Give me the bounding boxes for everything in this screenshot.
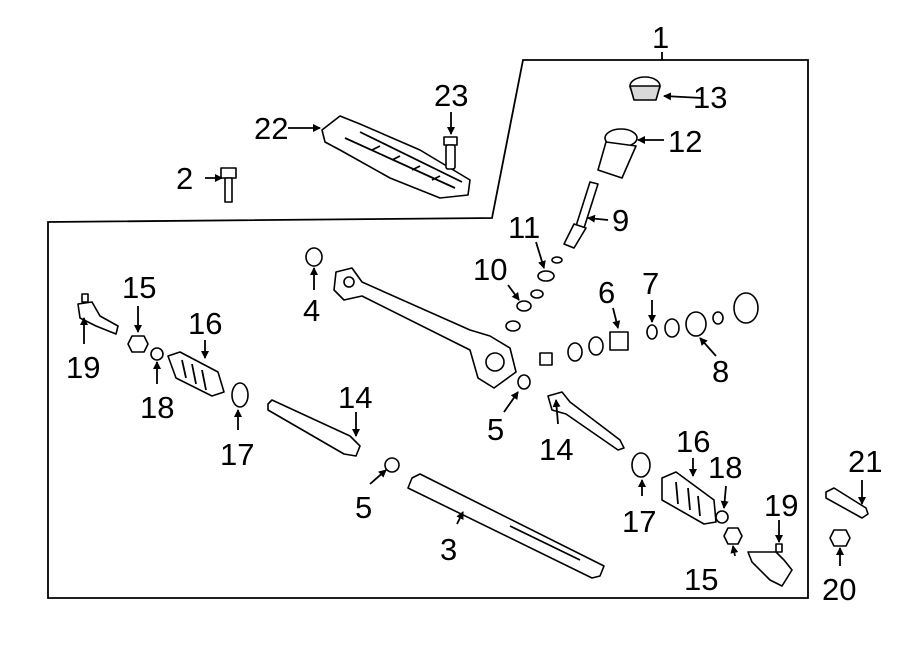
- callout-12: 12: [668, 124, 702, 159]
- callout-13: 13: [693, 80, 727, 115]
- callout-labels: 1 2 22 23 13 12 9 11 10 4 6 7 8 5 5 14 1…: [66, 20, 882, 607]
- callout-10: 10: [473, 252, 507, 287]
- callout-9: 9: [612, 203, 629, 238]
- part-16-boot-right: [661, 471, 717, 525]
- callout-8: 8: [712, 354, 729, 389]
- callout-6: 6: [598, 275, 615, 310]
- part-13-dust-seal: [629, 76, 661, 101]
- part-4-clamp: [305, 247, 323, 267]
- part-22-heat-shield: [321, 115, 471, 199]
- callout-7: 7: [642, 266, 659, 301]
- part-17-ring-left: [231, 382, 249, 408]
- callout-17-left: 17: [220, 437, 254, 472]
- part-12-housing: [597, 128, 638, 179]
- callout-18-left: 18: [140, 390, 174, 425]
- callout-19-right: 19: [764, 488, 798, 523]
- callout-16-right: 16: [676, 424, 710, 459]
- part-16-boot-left: [167, 351, 225, 397]
- callout-14-left: 14: [338, 380, 372, 415]
- part-10-bearing: [505, 300, 532, 332]
- part-21-bolt: [825, 487, 869, 519]
- callout-4: 4: [303, 293, 320, 328]
- part-8-plug: [664, 292, 759, 338]
- part-15-nut-right: [723, 527, 743, 545]
- part-7-spring: [646, 324, 658, 340]
- part-6-yoke: [609, 331, 629, 351]
- callout-14-right: 14: [539, 432, 573, 467]
- callout-23: 23: [434, 78, 468, 113]
- part-20-nut: [829, 529, 851, 547]
- callout-17-right: 17: [622, 504, 656, 539]
- callout-3: 3: [440, 532, 457, 567]
- part-23-bolt: [443, 136, 458, 170]
- part-19-tie-rod-end-right: [747, 543, 793, 587]
- part-18-clamp-left: [150, 347, 164, 361]
- callout-11: 11: [508, 210, 540, 245]
- callout-22: 22: [254, 111, 288, 146]
- callout-16-left: 16: [188, 306, 222, 341]
- part-11-seals: [530, 256, 563, 299]
- part-14-inner-tie-rod-left: [267, 399, 361, 457]
- part-5-washers: [384, 374, 531, 473]
- callout-5-top: 5: [487, 412, 504, 447]
- part-2-bolt: [220, 167, 237, 203]
- steering-gear-housing: [333, 267, 517, 389]
- part-9-pinion: [563, 181, 599, 249]
- assembly-frame: [47, 59, 809, 599]
- callout-15-right: 15: [684, 562, 718, 597]
- callout-2: 2: [176, 161, 193, 196]
- callout-20: 20: [822, 572, 856, 607]
- callout-1: 1: [652, 20, 669, 55]
- callout-5-bottom: 5: [355, 490, 372, 525]
- part-3-rack: [407, 473, 605, 579]
- part-18-clamp-right: [715, 510, 729, 524]
- callout-15-left: 15: [122, 270, 156, 305]
- washers-row: [539, 336, 604, 366]
- callout-21: 21: [848, 444, 882, 479]
- callout-18-right: 18: [708, 450, 742, 485]
- callout-19-left: 19: [66, 350, 100, 385]
- part-15-nut-left: [127, 335, 149, 353]
- part-17-ring-right: [631, 452, 651, 478]
- leader-arrows: [80, 92, 866, 566]
